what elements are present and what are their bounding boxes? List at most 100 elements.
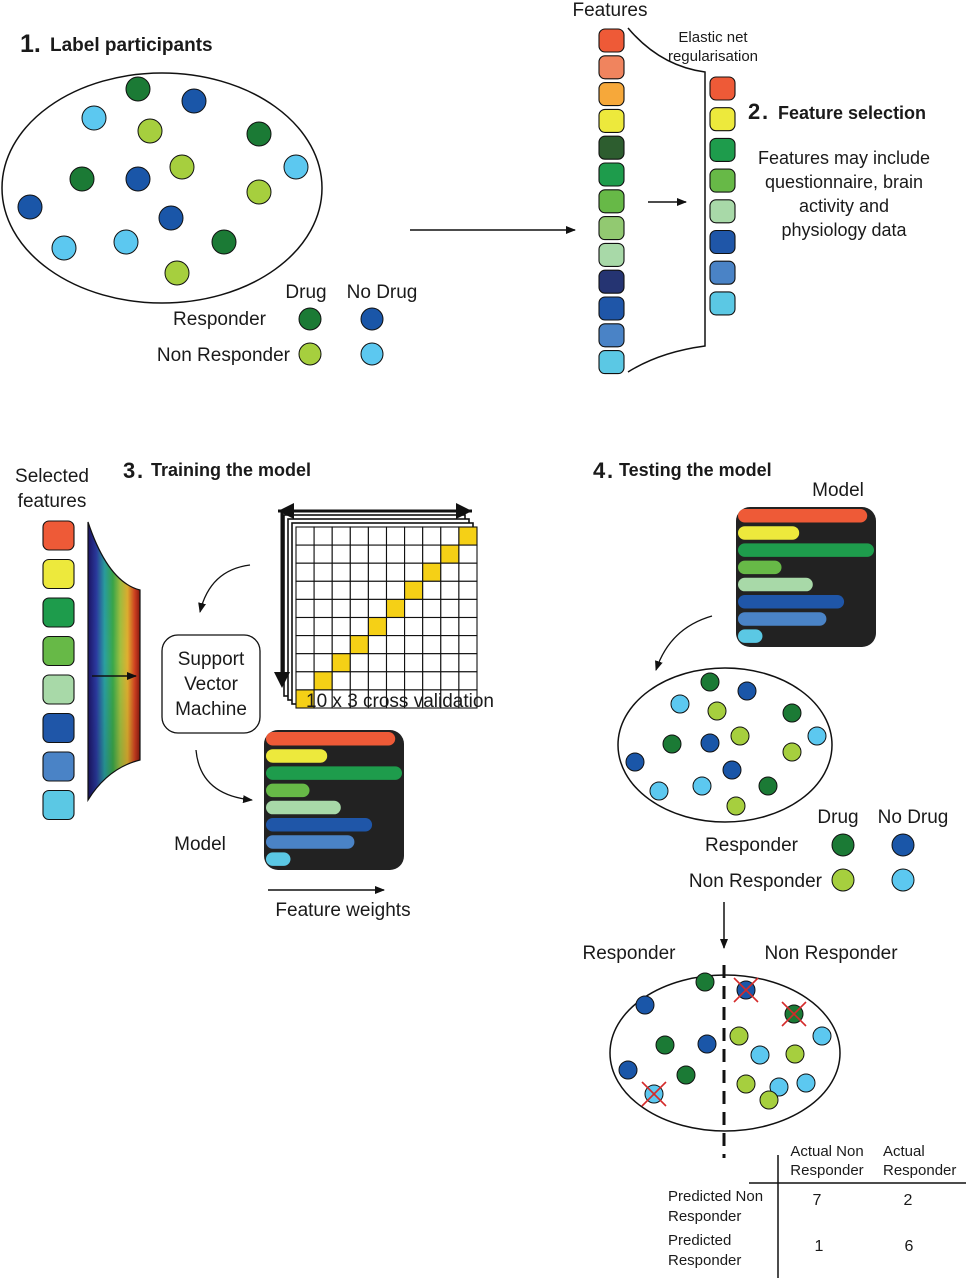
step2-number: 2 — [748, 99, 760, 124]
participant-dot — [796, 1073, 816, 1093]
cv-label: 10 x 3 cross validation — [306, 691, 494, 712]
feature-block — [598, 135, 625, 160]
cv-cell — [313, 544, 333, 564]
feature-block — [42, 597, 75, 628]
cv-cell — [331, 544, 351, 564]
cv-cell — [440, 616, 460, 637]
participant-dot — [722, 760, 742, 780]
cv-cell — [404, 635, 424, 655]
cv-cell — [349, 526, 369, 546]
legend-nodrug-responder-swatch — [360, 307, 384, 331]
cv-cell — [385, 653, 406, 673]
cv-cell — [313, 616, 333, 637]
cv-cell — [349, 562, 369, 582]
participant-dot — [246, 121, 272, 147]
cv-cell — [295, 598, 315, 619]
participant-dot — [125, 166, 151, 192]
cv-cell — [458, 671, 478, 691]
step4-number-dot: . — [607, 458, 613, 483]
feature-block — [598, 296, 625, 321]
cm-col1-header-line2: Responder — [790, 1162, 863, 1179]
feature-block — [598, 350, 625, 375]
prediction-left-label: Responder — [583, 943, 677, 964]
participant-dots — [17, 76, 309, 286]
step3-model-bars — [266, 732, 402, 866]
feature-block — [709, 76, 736, 101]
step4-legend-nodrug-responder-swatch — [891, 833, 915, 857]
cv-cell — [458, 598, 478, 619]
participant-dot — [51, 235, 77, 261]
cv-cell — [385, 671, 406, 691]
cv-cell — [313, 671, 333, 691]
cv-cell — [385, 562, 406, 582]
svm-to-model-arrow — [195, 749, 253, 804]
participant-dot — [670, 694, 690, 714]
step1-legend-nonresponder: Non Responder — [157, 345, 291, 366]
cv-cell — [404, 580, 424, 600]
participant-dot — [750, 1045, 770, 1065]
svm-label-line1: Support — [178, 649, 245, 670]
step4-legend-nodrug: No Drug — [878, 807, 949, 828]
participant-dot — [692, 776, 712, 796]
prediction-right-label: Non Responder — [764, 943, 898, 964]
participant-dot — [726, 796, 746, 816]
step4-number: 4 — [593, 458, 606, 483]
cv-cell — [404, 598, 424, 619]
cm-cell-r1c2: 2 — [904, 1192, 913, 1209]
cv-cell — [295, 653, 315, 673]
feature-block — [598, 108, 625, 133]
step3-number-dot: . — [137, 458, 143, 483]
feature-block — [709, 168, 736, 193]
feature-weight-bar — [266, 835, 355, 849]
participant-dot — [69, 166, 95, 192]
elastic-net-funnel — [627, 27, 706, 373]
cv-cell — [295, 562, 315, 582]
cv-cell — [422, 616, 442, 637]
step3-features-column — [42, 520, 75, 821]
feature-block — [42, 674, 75, 705]
cv-cell — [422, 562, 442, 582]
participant-dot — [730, 726, 750, 746]
cv-cell — [458, 689, 478, 709]
participant-dot — [181, 88, 207, 114]
participant-dot — [113, 229, 139, 255]
participant-dot — [662, 734, 682, 754]
cm-row2-header-line2: Responder — [668, 1252, 741, 1269]
cv-cell — [458, 526, 478, 546]
participant-dot — [169, 154, 195, 180]
participant-dot — [618, 1060, 638, 1080]
participant-dot — [137, 118, 163, 144]
step4-title: Testing the model — [619, 460, 772, 480]
misclassified-mark — [733, 977, 759, 1003]
cv-cell — [331, 616, 351, 637]
feature-weight-bar — [738, 509, 868, 523]
step1-number: 1. — [20, 30, 41, 58]
cv-cell — [458, 544, 478, 564]
step4-model-label: Model — [812, 480, 864, 501]
cv-top-arrowtail — [278, 503, 294, 519]
misclassified-mark — [781, 1001, 807, 1027]
cv-cell — [331, 598, 351, 619]
step4-panel: 4 . Testing the model Model Drug No Drug… — [583, 458, 966, 1278]
misclassified-mark — [641, 1081, 667, 1107]
participant-dot — [655, 1035, 675, 1055]
participant-dot — [707, 701, 727, 721]
step3-title: Training the model — [151, 460, 311, 480]
participant-dot — [737, 681, 757, 701]
feature-weight-bar — [738, 526, 800, 540]
participant-dot — [158, 205, 184, 231]
feature-block — [598, 242, 625, 267]
feature-block — [709, 199, 736, 224]
cv-cell — [385, 526, 406, 546]
cv-cell — [349, 653, 369, 673]
step4-legend-drug-responder-swatch — [831, 833, 855, 857]
svm-label-line2: Vector — [184, 674, 239, 695]
step1-legend-drug: Drug — [285, 282, 326, 303]
cv-cell — [331, 562, 351, 582]
cv-cell — [404, 616, 424, 637]
svm-box — [161, 634, 261, 734]
participant-dot — [283, 154, 309, 180]
cv-cell — [313, 653, 333, 673]
cv-cell — [385, 635, 406, 655]
selected-features-label-line1: Selected — [15, 466, 89, 487]
